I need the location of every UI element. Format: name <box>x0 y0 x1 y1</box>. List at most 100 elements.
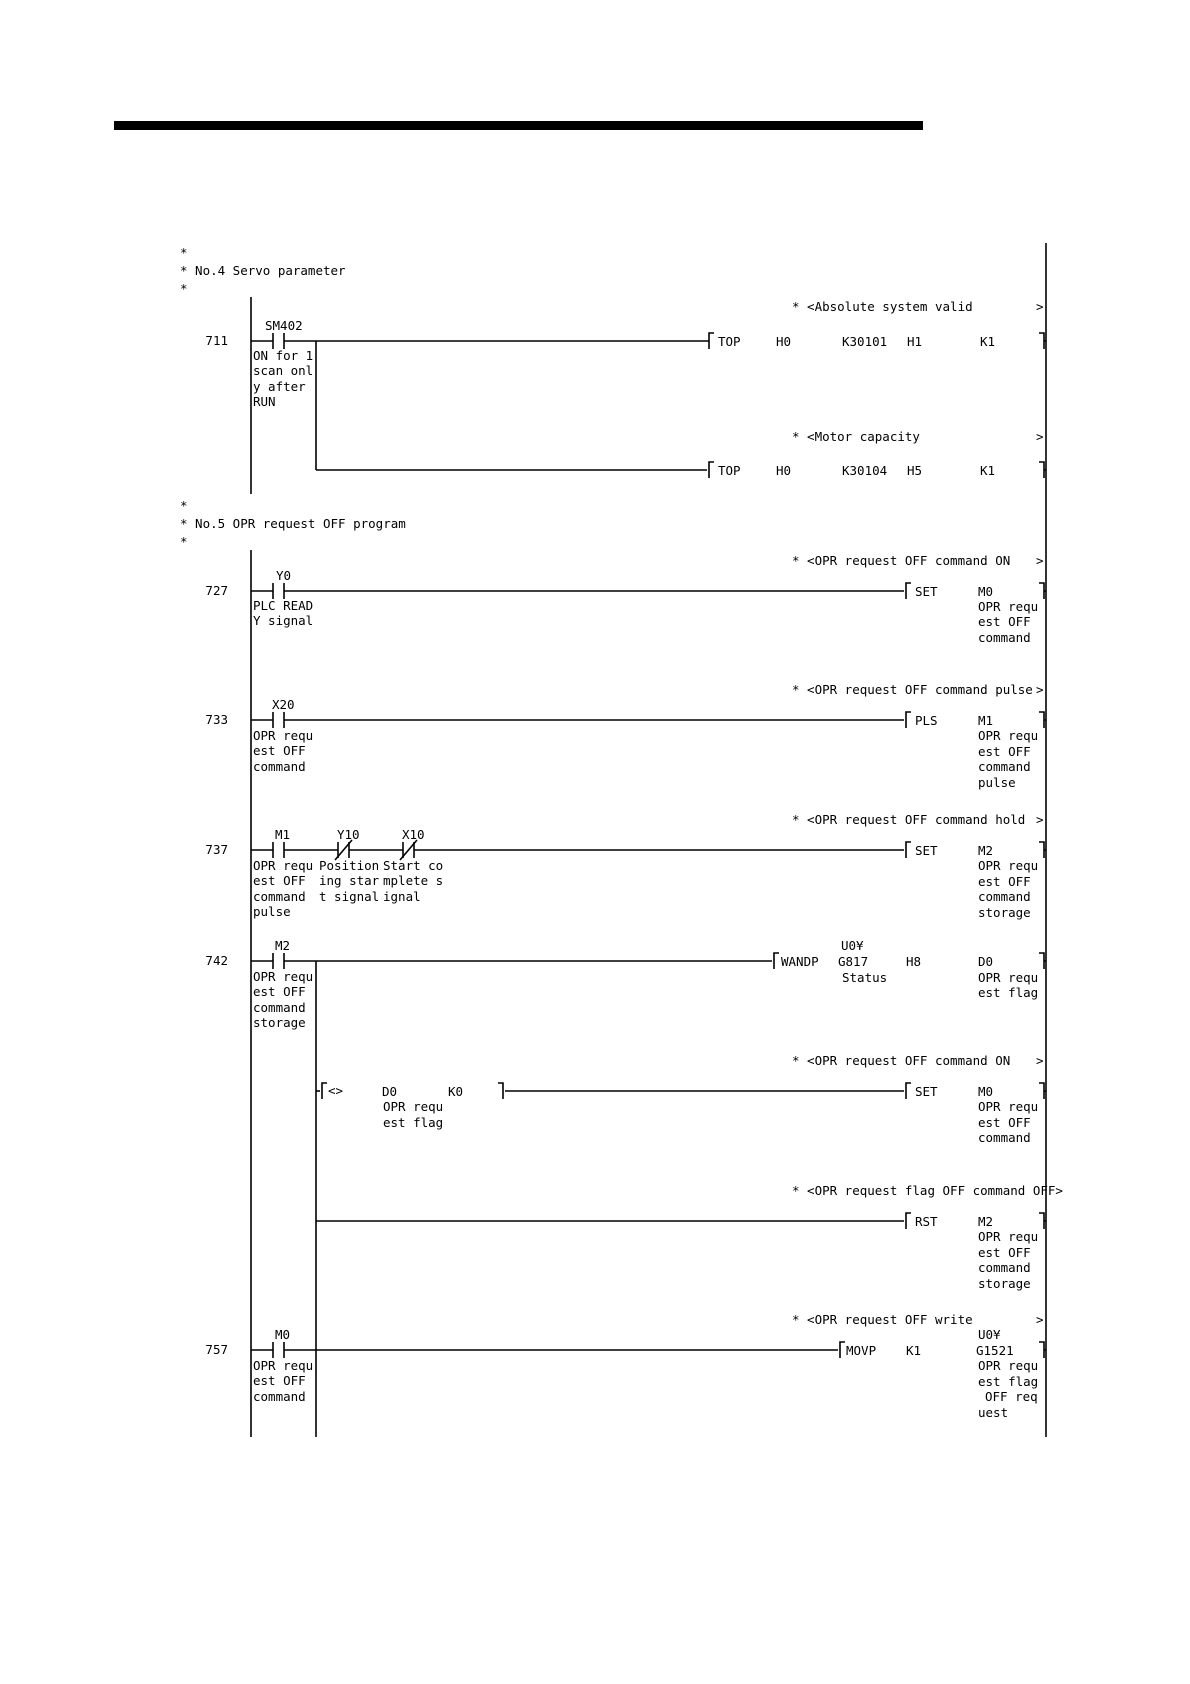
svg-text:est OFF: est OFF <box>978 874 1031 889</box>
instr-rst-op: RST <box>915 1214 938 1229</box>
instr-wandp-d: D0 <box>978 954 993 969</box>
svg-text:OPR requ: OPR requ <box>253 728 313 743</box>
svg-text:OPR requ: OPR requ <box>978 1099 1038 1114</box>
step-711: 711 <box>205 333 228 348</box>
instr-wandp-a-comment: Status <box>842 970 887 985</box>
instr-top1-a: H0 <box>776 334 791 349</box>
x20-comment: OPR requ est OFF command <box>253 728 313 774</box>
y0-comment: PLC READ Y signal <box>253 598 313 628</box>
svg-text:PLC READ: PLC READ <box>253 598 313 613</box>
comment-opr-hold: * <OPR request OFF command hold <box>792 812 1025 827</box>
svg-text:command: command <box>978 889 1031 904</box>
comment-trail: > <box>1036 429 1044 444</box>
svg-text:ignal: ignal <box>383 889 421 904</box>
pls-comment: OPR requ est OFF command pulse <box>978 728 1038 790</box>
svg-text:pulse: pulse <box>253 904 291 919</box>
comment-opr-write: * <OPR request OFF write <box>792 1312 973 1327</box>
set3-comment: OPR requ est OFF command <box>978 1099 1038 1145</box>
instr-set1-op: SET <box>915 584 938 599</box>
svg-text:OPR requ: OPR requ <box>978 1229 1038 1244</box>
svg-text:storage: storage <box>978 1276 1031 1291</box>
instr-top2-b: K30104 <box>842 463 887 478</box>
svg-text:OPR requ: OPR requ <box>978 599 1038 614</box>
svg-text:t signal: t signal <box>319 889 379 904</box>
svg-text:pulse: pulse <box>978 775 1016 790</box>
contact-y10-label: Y10 <box>337 827 360 842</box>
contact-m1-label: M1 <box>275 827 290 842</box>
m1-comment: OPR requ est OFF command pulse <box>253 858 313 919</box>
svg-text:OPR requ: OPR requ <box>253 858 313 873</box>
svg-text:scan onl: scan onl <box>253 363 313 378</box>
svg-text:est flag: est flag <box>383 1115 443 1130</box>
comment-motor-capacity: * <Motor capacity <box>792 429 920 444</box>
instr-top2-a: H0 <box>776 463 791 478</box>
instr-cmp-a: D0 <box>382 1084 397 1099</box>
svg-text:mplete s: mplete s <box>383 873 443 888</box>
step-733: 733 <box>205 712 228 727</box>
step-757: 757 <box>205 1342 228 1357</box>
comment-star: * <box>180 534 188 549</box>
instr-pls-dev: M1 <box>978 713 993 728</box>
comment-star: * <box>180 498 188 513</box>
set2-comment: OPR requ est OFF command storage <box>978 858 1038 920</box>
m2-comment: OPR requ est OFF command storage <box>253 969 313 1030</box>
svg-text:storage: storage <box>253 1015 306 1030</box>
comment-opr-on-2: * <OPR request OFF command ON <box>792 1053 1010 1068</box>
instr-wandp-a-top: U0¥ <box>841 938 864 953</box>
rst-comment: OPR requ est OFF command storage <box>978 1229 1038 1291</box>
svg-text:OPR requ: OPR requ <box>978 970 1038 985</box>
instr-top2-d: K1 <box>980 463 995 478</box>
set1-comment: OPR requ est OFF command <box>978 599 1038 645</box>
instr-set3-op: SET <box>915 1084 938 1099</box>
instr-set3-dev: M0 <box>978 1084 993 1099</box>
x10-comment: Start co mplete s ignal <box>383 858 443 904</box>
contact-m0-label: M0 <box>275 1327 290 1342</box>
contact-x10-label: X10 <box>402 827 425 842</box>
comment-trail: > <box>1036 682 1044 697</box>
step-737: 737 <box>205 842 228 857</box>
svg-text:command: command <box>978 759 1031 774</box>
contact-sm402-label: SM402 <box>265 318 303 333</box>
svg-text:est OFF: est OFF <box>253 1373 306 1388</box>
svg-text:est OFF: est OFF <box>253 873 306 888</box>
svg-text:OPR requ: OPR requ <box>253 1358 313 1373</box>
comment-absolute-system-valid: * <Absolute system valid <box>792 299 973 314</box>
svg-text:command: command <box>253 1000 306 1015</box>
svg-text:command: command <box>253 1389 306 1404</box>
comment-trail: > <box>1036 299 1044 314</box>
step-727: 727 <box>205 583 228 598</box>
svg-text:command: command <box>978 1130 1031 1145</box>
svg-text:uest: uest <box>978 1405 1008 1420</box>
svg-text:OFF req: OFF req <box>985 1389 1038 1404</box>
instr-set1-dev: M0 <box>978 584 993 599</box>
instr-wandp-op: WANDP <box>781 954 819 969</box>
instr-set2-op: SET <box>915 843 938 858</box>
movp-d-comment: OPR requ est flag OFF req uest <box>978 1358 1038 1420</box>
instr-movp-d: G1521 <box>976 1343 1014 1358</box>
comment-trail: > <box>1036 553 1044 568</box>
instr-cmp-b: K0 <box>448 1084 463 1099</box>
svg-text:ON for 1: ON for 1 <box>253 348 313 363</box>
comment-flag-off: * <OPR request flag OFF command OFF> <box>792 1183 1063 1198</box>
svg-text:OPR requ: OPR requ <box>978 1358 1038 1373</box>
svg-text:command: command <box>978 630 1031 645</box>
section-4-title: * No.4 Servo parameter <box>180 263 346 278</box>
wandp-d-comment: OPR requ est flag <box>978 970 1038 1000</box>
instr-rst-dev: M2 <box>978 1214 993 1229</box>
svg-text:est flag: est flag <box>978 1374 1038 1389</box>
svg-text:command: command <box>978 1260 1031 1275</box>
instr-top2-op: TOP <box>718 463 741 478</box>
svg-text:storage: storage <box>978 905 1031 920</box>
svg-text:y after: y after <box>253 379 306 394</box>
instr-movp-d-top: U0¥ <box>978 1327 1001 1342</box>
instr-top2-c: H5 <box>907 463 922 478</box>
sm402-comment: ON for 1 scan onl y after RUN <box>253 348 313 409</box>
instr-top1-c: H1 <box>907 334 922 349</box>
svg-text:est OFF: est OFF <box>253 984 306 999</box>
step-742: 742 <box>205 953 228 968</box>
comment-star: * <box>180 281 188 296</box>
svg-text:command: command <box>253 889 306 904</box>
svg-text:ing star: ing star <box>319 873 380 888</box>
comment-trail: > <box>1036 812 1044 827</box>
